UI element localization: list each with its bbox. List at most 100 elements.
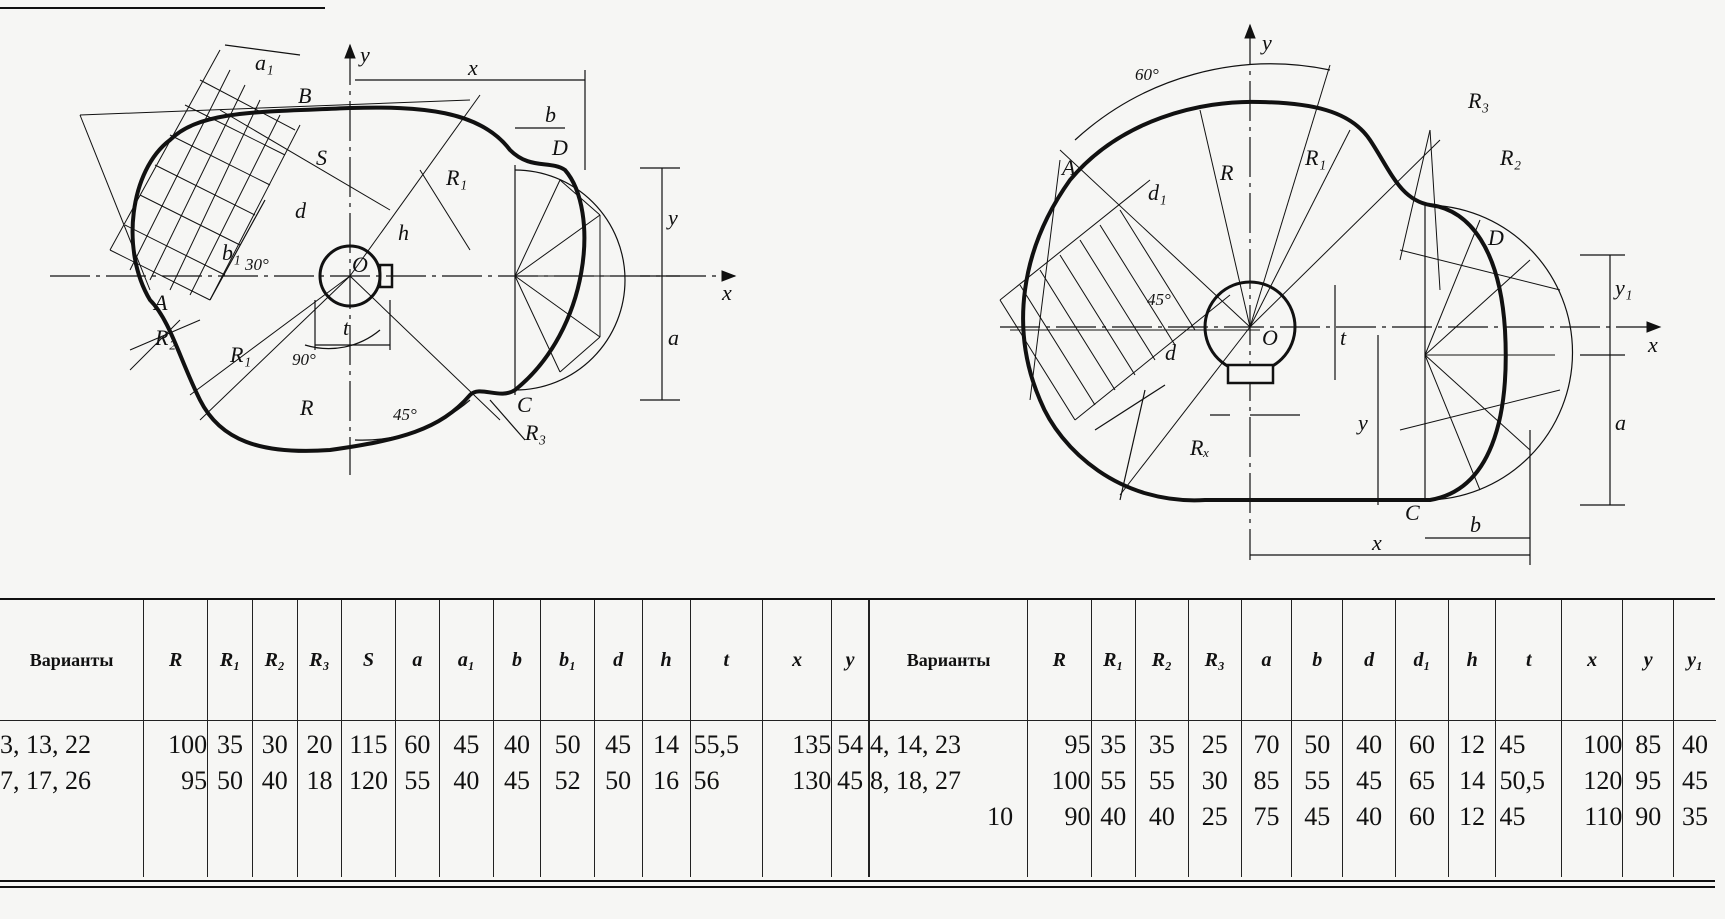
table-cell: 50 bbox=[554, 730, 581, 759]
table-top-rule bbox=[0, 598, 1715, 600]
table-cell: 18 bbox=[306, 766, 333, 795]
table-cell: 12 bbox=[1459, 802, 1486, 831]
table-cell: 45 bbox=[1682, 766, 1709, 795]
header-cell: a bbox=[394, 600, 440, 721]
left-label-r3: R₃ bbox=[524, 420, 546, 445]
table-cell: 65 bbox=[1408, 766, 1435, 795]
table-cell: 7, 17, 26 bbox=[0, 766, 91, 795]
table-cell: 85 bbox=[1253, 766, 1280, 795]
right-label-r2: R₂ bbox=[1499, 145, 1521, 170]
table-cell: 135 bbox=[792, 730, 832, 759]
right-label-a: a bbox=[1615, 410, 1626, 435]
table-cell: 45 bbox=[1356, 766, 1383, 795]
left-label-a1: a₁ bbox=[255, 50, 274, 75]
table-cell: 95 bbox=[181, 766, 208, 795]
left-label-y: y bbox=[358, 42, 370, 67]
left-label-r1-top: R₁ bbox=[445, 165, 467, 190]
left-label-a-point: A bbox=[152, 290, 168, 315]
table-cell: 60 bbox=[1408, 730, 1435, 759]
left-label-r2: R₂ bbox=[154, 325, 176, 350]
table-cell: 40 bbox=[1100, 802, 1127, 831]
table-cell: 14 bbox=[653, 730, 680, 759]
left-label-angle90: 90° bbox=[292, 350, 316, 369]
right-label-y1: y₁ bbox=[1613, 275, 1632, 300]
header-cell: y bbox=[831, 600, 868, 721]
right-label-d-point: D bbox=[1487, 225, 1504, 250]
right-label-x-axis: x bbox=[1647, 332, 1658, 357]
left-label-x-dim: x bbox=[467, 55, 478, 80]
right-label-rx: Rₓ bbox=[1189, 435, 1210, 460]
table-cell: 40 bbox=[503, 730, 530, 759]
table-cell: 14 bbox=[1459, 766, 1486, 795]
table-cell: 56 bbox=[693, 766, 720, 795]
header-cell: y bbox=[1622, 600, 1674, 721]
table-cell: 50,5 bbox=[1499, 766, 1545, 795]
table-bottom-rule-2 bbox=[0, 886, 1715, 888]
table-cell: 55 bbox=[1148, 766, 1175, 795]
table-cell: 45 bbox=[503, 766, 530, 795]
table-cell: 40 bbox=[1682, 730, 1709, 759]
table-cell: 35 bbox=[217, 730, 244, 759]
table-cell: 45 bbox=[1499, 802, 1526, 831]
table-cell: 100 bbox=[168, 730, 208, 759]
variants-table-right: Варианты R R₁ R₂ R₃ a b d d₁ h t x y y₁ … bbox=[868, 600, 1716, 877]
table-cell: 75 bbox=[1253, 802, 1280, 831]
table-cell: 40 bbox=[1356, 802, 1383, 831]
right-label-angle60: 60° bbox=[1135, 65, 1159, 84]
table-cell: 35 bbox=[1148, 730, 1175, 759]
table-cell: 25 bbox=[1201, 802, 1228, 831]
header-cell: Варианты bbox=[0, 600, 144, 721]
header-cell: b bbox=[1291, 600, 1343, 721]
table-cell: 55 bbox=[1304, 766, 1331, 795]
table-cell: 8, 18, 27 bbox=[870, 766, 961, 795]
right-label-d: d bbox=[1165, 340, 1177, 365]
variants-table-left: Варианты R R₁ R₂ R₃ S a a₁ b b₁ d h t x … bbox=[0, 600, 868, 877]
table-cell: 115 bbox=[349, 730, 388, 759]
header-cell: d bbox=[1342, 600, 1396, 721]
left-cam-drawing: y x x a₁ B b D S R₁ d h b₁ 30° O y A R₂ … bbox=[50, 42, 737, 475]
right-label-y: y bbox=[1260, 30, 1272, 55]
table-cell: 45 bbox=[1304, 802, 1331, 831]
table-cell: 40 bbox=[1356, 730, 1383, 759]
header-cell: R₃ bbox=[296, 600, 342, 721]
table-cell: 45 bbox=[1499, 730, 1526, 759]
right-label-b: b bbox=[1470, 512, 1481, 537]
table-cell: 55 bbox=[404, 766, 431, 795]
table-cell: 45 bbox=[605, 730, 632, 759]
table-cell: 120 bbox=[348, 766, 388, 795]
header-cell: R₃ bbox=[1187, 600, 1242, 721]
header-cell: d bbox=[593, 600, 643, 721]
table-cell: 50 bbox=[605, 766, 632, 795]
header-cell: a bbox=[1240, 600, 1292, 721]
right-cam-drawing: y 60° R₃ R R₁ R₂ A d₁ D y₁ x 45° d O t y… bbox=[999, 23, 1662, 565]
table-header-row: Варианты R R₁ R₂ R₃ a b d d₁ h t x y y₁ bbox=[868, 600, 1716, 721]
table-cell: 3, 13, 22 bbox=[0, 730, 91, 759]
left-label-a: a bbox=[668, 325, 679, 350]
table-bottom-rule bbox=[0, 880, 1715, 882]
header-cell: b₁ bbox=[540, 600, 595, 721]
table-cell: 30 bbox=[1201, 766, 1228, 795]
table-cell: 95 bbox=[1064, 730, 1091, 759]
table-cell: 55,5 bbox=[693, 730, 740, 759]
right-label-r1: R₁ bbox=[1304, 145, 1326, 170]
right-label-angle45: 45° bbox=[1147, 290, 1171, 309]
right-label-x-dim: x bbox=[1371, 530, 1382, 555]
header-cell: d₁ bbox=[1395, 600, 1449, 721]
table-cell: 16 bbox=[653, 766, 680, 795]
table-cell: 40 bbox=[453, 766, 480, 795]
left-label-b1: b₁ bbox=[222, 240, 241, 265]
header-cell: R₂ bbox=[1134, 600, 1189, 721]
left-label-d-point: D bbox=[551, 135, 568, 160]
right-label-y-dim: y bbox=[1356, 410, 1368, 435]
left-label-y-dim: y bbox=[666, 205, 678, 230]
table-cell: 90 bbox=[1064, 802, 1091, 831]
left-label-b: b bbox=[545, 102, 556, 127]
technical-drawings: y x x a₁ B b D S R₁ d h b₁ 30° O y A R₂ … bbox=[0, 7, 1662, 565]
header-cell: R bbox=[143, 600, 208, 721]
left-label-d: d bbox=[295, 198, 307, 223]
right-label-t: t bbox=[1340, 325, 1347, 350]
table-cell: 130 bbox=[792, 766, 832, 795]
left-label-h: h bbox=[398, 220, 409, 245]
right-label-d1: d₁ bbox=[1148, 180, 1167, 205]
table-cell: 110 bbox=[1584, 802, 1623, 831]
